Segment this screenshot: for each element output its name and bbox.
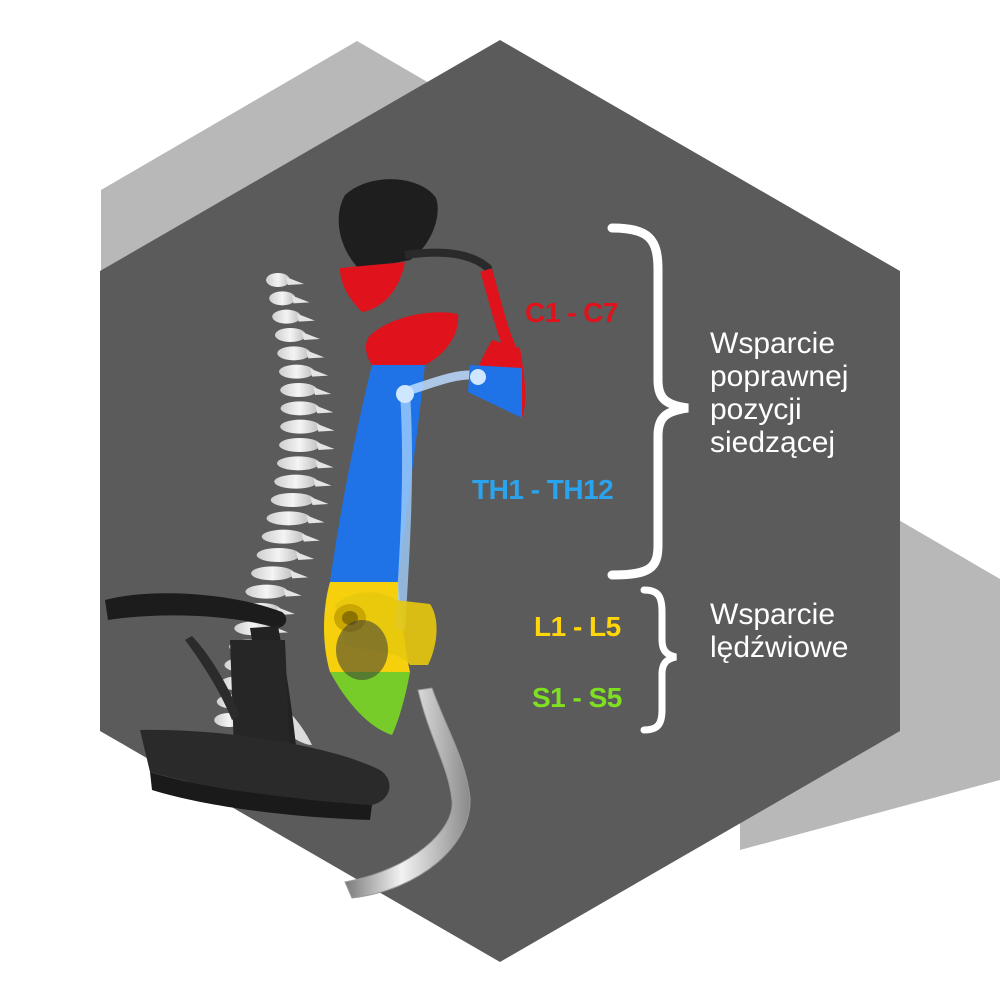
posture-support-caption: Wsparcie poprawnej pozycji siedzącej [710,327,848,459]
vertebra-process [301,332,320,340]
vertebra-process [306,350,325,359]
vertebra [279,438,321,452]
cervical-label: C1 - C7 [525,297,618,328]
vertebra [270,493,315,507]
vertebra-process [315,405,334,414]
vertebra [261,529,306,544]
vertebra-process [296,313,315,322]
chrome-frame [344,687,471,899]
caption-line: Wsparcie [710,598,836,631]
vertebra-process [313,387,332,395]
vertebra [277,346,311,361]
vertebra [279,364,315,379]
caption-line: siedzącej [710,426,836,459]
caption-line: pozycji [710,393,802,426]
lumbar-support-caption: Wsparcie lędźwiowe [710,598,848,664]
vertebra-process [301,533,320,542]
vertebra [245,584,288,599]
vertebra-process [313,478,332,487]
vertebra-process [315,460,334,469]
sacral-label: S1 - S5 [532,682,622,713]
caption-line: lędźwiowe [710,631,849,664]
vertebra [266,273,290,287]
vertebra-process [306,515,325,524]
caption-line: poprawnej [710,360,849,393]
posture-bracket [607,223,689,580]
cervical-backrest-pad [365,312,459,365]
vertebra [269,291,296,306]
vertebra-process [296,552,315,560]
headrest [338,179,526,418]
lumbar-label: L1 - L5 [534,611,621,642]
vertebra [280,383,318,397]
vertebra-process [286,277,304,285]
backrest [324,312,481,735]
vertebra-process [316,423,335,432]
thoracic-label: TH1 - TH12 [472,474,614,505]
vertebra [280,401,320,416]
caption-line: Wsparcie [710,327,836,360]
vertebra-process [290,570,309,579]
vertebra [272,309,301,324]
vertebra-process [310,497,329,505]
lumbar-bracket [640,586,677,734]
vertebra [251,566,295,581]
vertebra-process [283,588,302,597]
vertebra-process [310,368,329,377]
vertebra [256,548,301,562]
vertebra [277,456,320,471]
vertebra [266,511,311,526]
vertebra-process [291,295,310,304]
sacral-zone [330,672,410,735]
vertebra [280,419,321,434]
vertebra-process [316,442,335,450]
chair-seat [140,729,390,820]
vertebra [274,328,306,342]
vertebra [274,474,318,489]
